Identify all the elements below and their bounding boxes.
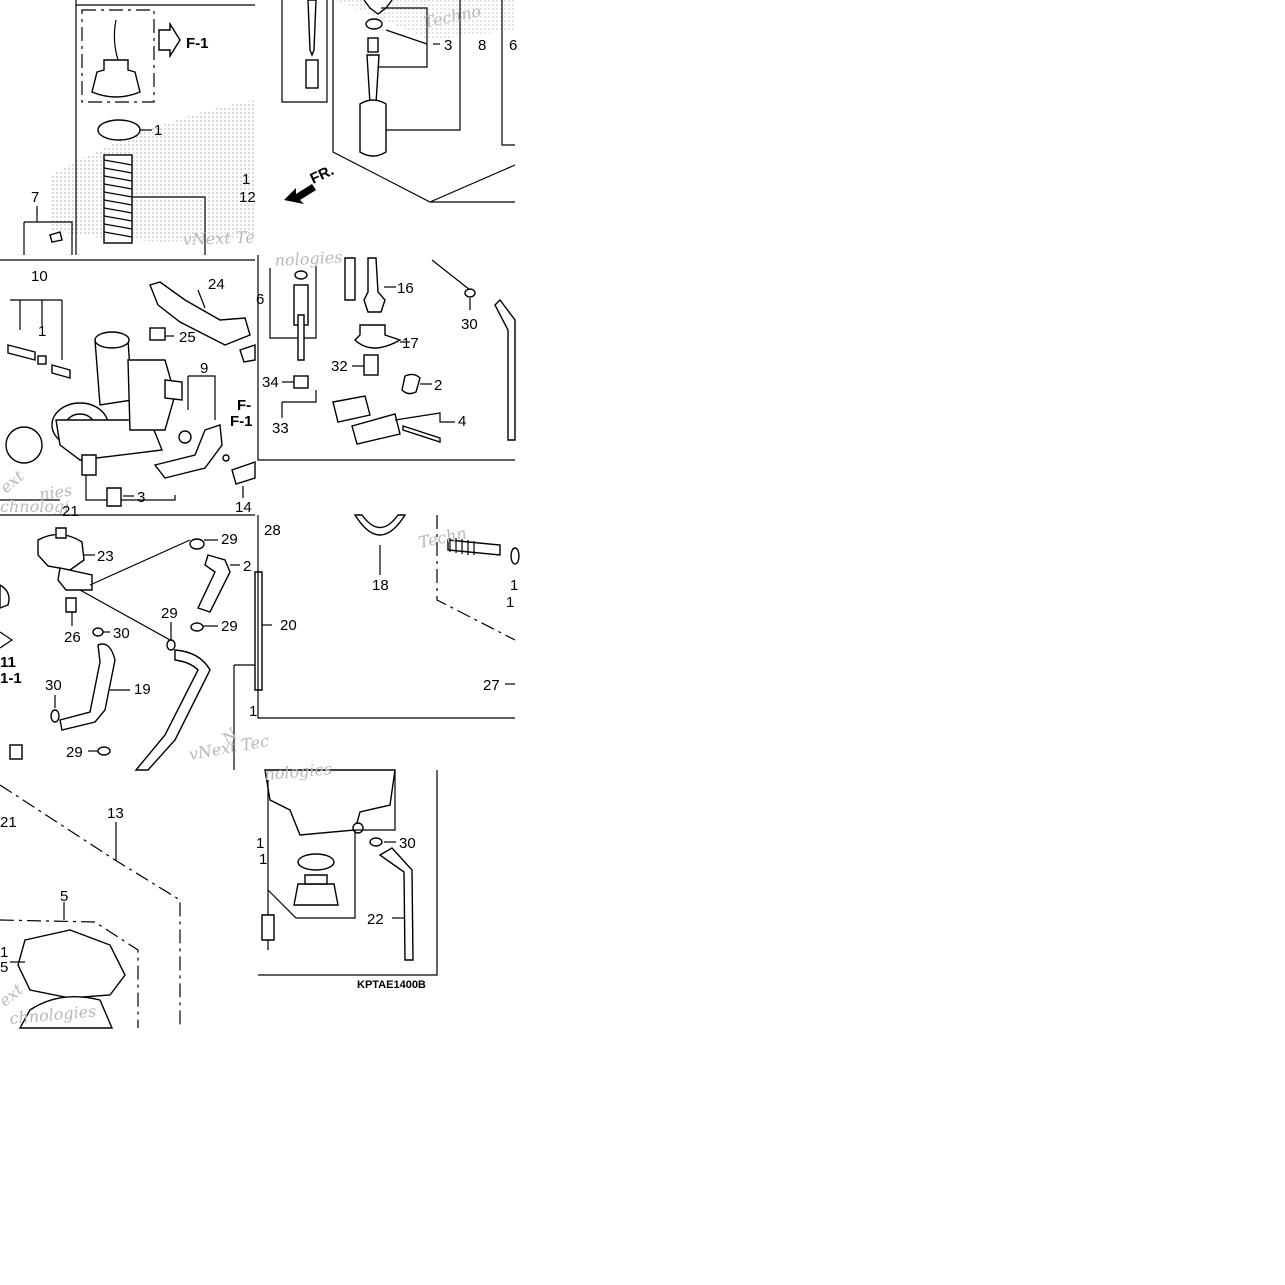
tile-jets: nologies [257, 247, 516, 461]
callout-17: 17 [402, 335, 419, 352]
callout-f-mid: F- [237, 397, 251, 414]
callout-22: 22 [367, 911, 384, 928]
tile-throttle-valve: Techno FR. [281, 0, 516, 204]
callout-4: 4 [458, 413, 466, 430]
callout-13: 13 [107, 805, 124, 822]
callout-1: 1 [38, 323, 46, 340]
callout-28: 28 [264, 522, 281, 539]
callout-26: 26 [64, 629, 81, 646]
callout-3: 3 [137, 489, 145, 506]
callout-5: 5 [0, 959, 8, 976]
diagram-code: KPTAE1400B [357, 979, 426, 991]
callout-1: 1 [0, 944, 8, 961]
callout-29: 29 [221, 531, 238, 548]
callout-30: 30 [113, 625, 130, 642]
callout-11: 11 [0, 654, 16, 671]
svg-text:vNext Te: vNext Te [182, 227, 255, 248]
callout-21: 21 [62, 503, 79, 520]
svg-text:nologies: nologies [274, 247, 343, 270]
svg-text:chnologi: chnologi [0, 497, 69, 516]
callout-30: 30 [45, 677, 62, 694]
carburetor-body [51, 331, 183, 476]
callout-33: 33 [272, 420, 289, 437]
callout-1: 1 [256, 835, 264, 852]
callout-14: 14 [235, 499, 252, 516]
callout-29: 29 [161, 605, 178, 622]
callout-1: 1 [259, 851, 267, 868]
callout-1: 1 [249, 703, 257, 720]
front-direction-label: FR. [308, 162, 337, 188]
callout-18: 18 [372, 577, 389, 594]
callout-f1-mid: F-1 [230, 413, 253, 430]
callout-25: 25 [179, 329, 196, 346]
callout-12: 12 [239, 189, 256, 206]
svg-text:ext: ext [0, 979, 27, 1010]
tile-fuel-cap: vNext Te [23, 0, 255, 255]
spring [103, 154, 133, 244]
callout-19: 19 [134, 681, 151, 698]
callout-2: 2 [434, 377, 442, 394]
callout-29: 29 [221, 618, 238, 635]
callout-3: 3 [444, 37, 452, 54]
front-arrow [284, 184, 316, 204]
callout-8: 8 [478, 37, 486, 54]
tile-drain-plug: nologies [258, 759, 438, 976]
callout-7: 7 [31, 189, 39, 206]
callout-labels: F-1 1 1 12 7 3 8 6 10 1 24 25 9 F- F-1 3… [0, 35, 518, 976]
callout-9: 9 [200, 360, 208, 377]
callout-2: 2 [243, 558, 251, 575]
callout-1: 1 [154, 122, 162, 139]
callout-16: 16 [397, 280, 414, 297]
tile-float-chamber: ext chnologies [0, 784, 181, 1029]
callout-21: 21 [0, 814, 17, 831]
callout-23: 23 [97, 548, 114, 565]
callout-6: 6 [256, 291, 264, 308]
svg-text:nies: nies [38, 481, 73, 504]
callout-32: 32 [331, 358, 348, 375]
svg-text:ext: ext [0, 466, 28, 497]
callout-1: 1 [510, 577, 518, 594]
callout-10: 10 [31, 268, 48, 285]
callout-f1-top: F-1 [186, 35, 209, 52]
callout-1-1: 1-1 [0, 670, 22, 687]
tile-screws: Techn [257, 514, 520, 719]
callout-1: 1 [506, 594, 514, 611]
callout-27: 27 [483, 677, 500, 694]
callout-29: 29 [66, 744, 83, 761]
callout-24: 24 [208, 276, 225, 293]
tile-air-cut-valve: vNext Tec N [0, 514, 272, 771]
callout-30: 30 [399, 835, 416, 852]
tile-carburetor: ext nies chnologi [0, 259, 256, 516]
callout-1: 1 [242, 171, 250, 188]
callout-20: 20 [280, 617, 297, 634]
callout-30: 30 [461, 316, 478, 333]
callout-6: 6 [509, 37, 517, 54]
callout-34: 34 [262, 374, 279, 391]
callout-5: 5 [60, 888, 68, 905]
